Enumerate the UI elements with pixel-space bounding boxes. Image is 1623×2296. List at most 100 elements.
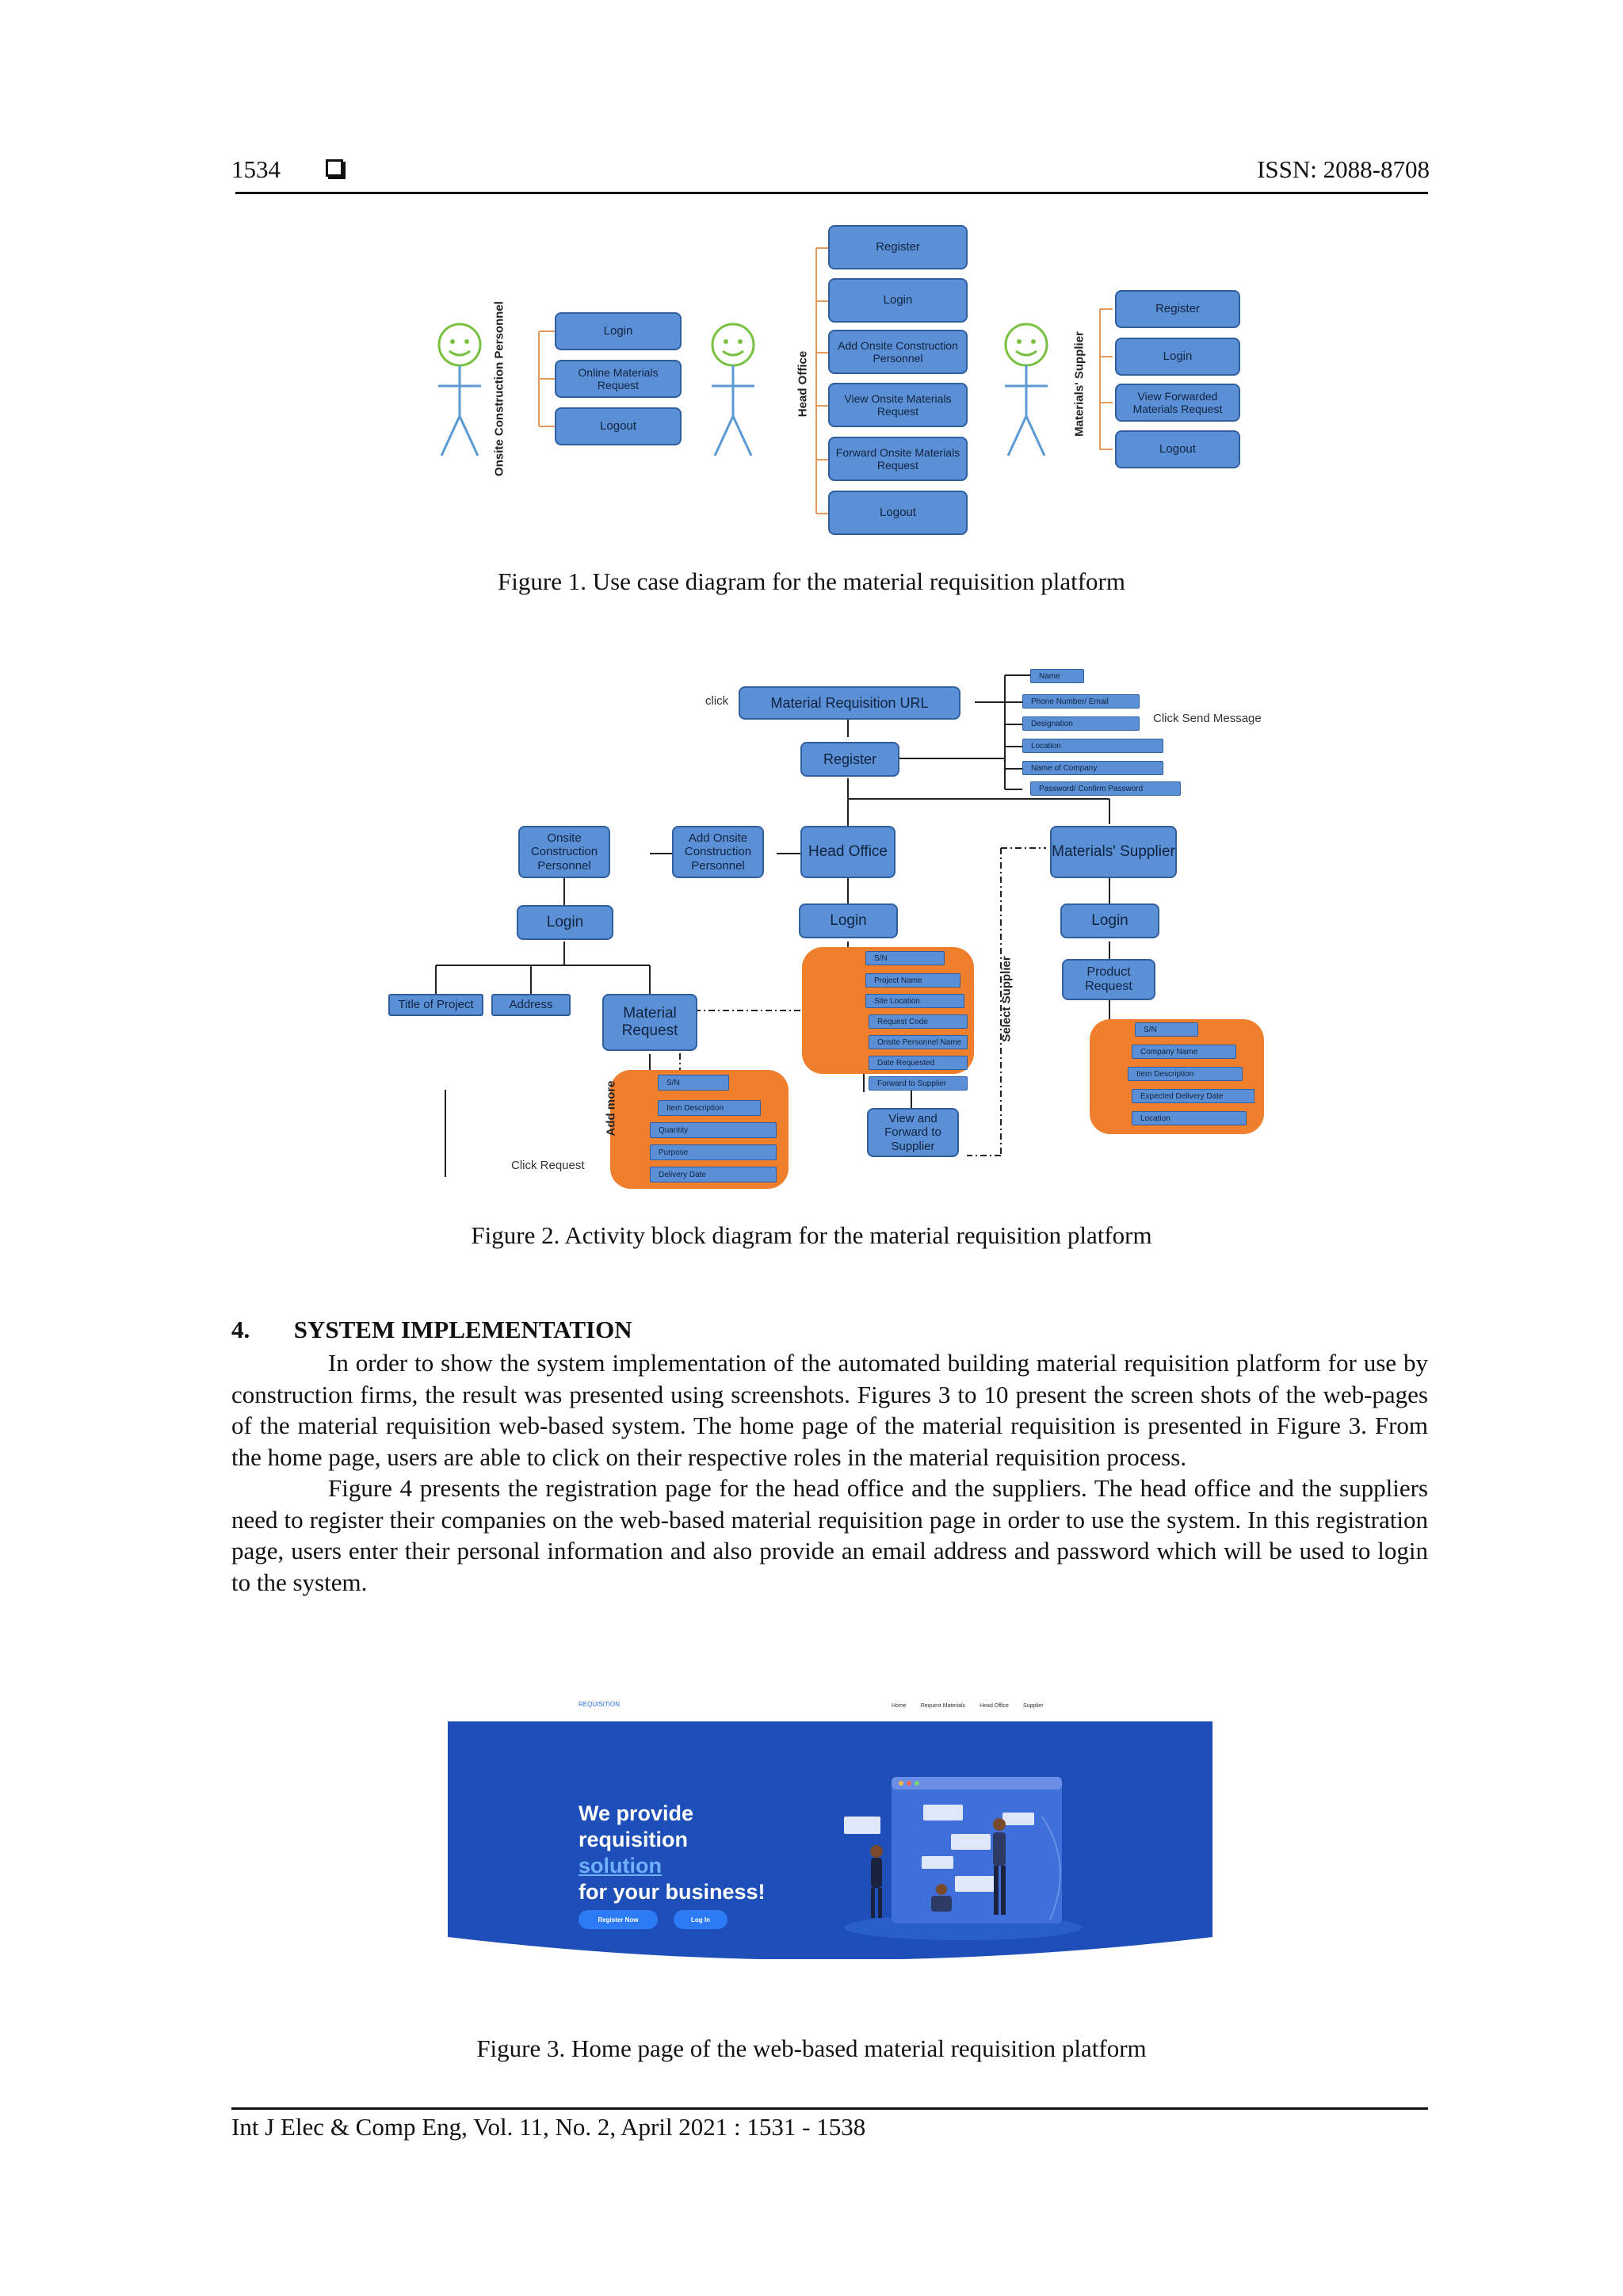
req-field-delivery: Delivery Date — [650, 1167, 777, 1182]
actor-label-head-office: Head Office — [796, 350, 810, 418]
node-onsite: Onsite Construction Personnel — [518, 826, 610, 878]
usecase-ho-add-onsite: Add Onsite Construction Personnel — [828, 330, 968, 374]
brand-logo: REQUISITION — [579, 1701, 621, 1708]
label-click: click — [705, 694, 729, 708]
issn: ISSN: 2088-8708 — [1257, 155, 1430, 183]
actor-2-connectors — [815, 247, 829, 514]
field-name: Name — [1030, 669, 1084, 683]
ho-field-forward: Forward to Supplier — [869, 1076, 968, 1091]
figure-3-caption: Figure 3. Home page of the web-based mat… — [476, 2034, 1147, 2062]
usecase-sup-register: Register — [1115, 290, 1240, 328]
label-select-supplier: Select Supplier — [999, 956, 1014, 1042]
field-phone: Phone Number/ Email — [1022, 694, 1140, 709]
node-supplier: Materials' Supplier — [1050, 826, 1177, 878]
node-material-request: Material Request — [602, 994, 697, 1051]
node-login-sup: Login — [1060, 904, 1159, 938]
actor-label-supplier: Materials' Supplier — [1072, 331, 1086, 437]
actor-1-connectors — [538, 330, 555, 427]
section-heading: 4. SYSTEM IMPLEMENTATION — [231, 1316, 632, 1344]
sup-field-location: Location — [1132, 1111, 1247, 1125]
usecase-ho-forward: Forward Onsite Materials Request — [828, 437, 968, 481]
ho-field-date: Date Requested — [869, 1056, 968, 1070]
label-click-send: Click Send Message — [1153, 712, 1262, 725]
node-view-forward: View and Forward to Supplier — [867, 1108, 959, 1157]
label-click-request: Click Request — [511, 1159, 585, 1172]
usecase-onsite-logout: Logout — [555, 407, 682, 445]
ho-field-sn: S/N — [865, 951, 945, 965]
section-body: In order to show the system implementati… — [231, 1347, 1428, 1598]
node-product-request: Product Request — [1062, 959, 1155, 1000]
log-in-button[interactable]: Log In — [674, 1910, 727, 1929]
node-address: Address — [491, 994, 571, 1016]
section-number: 4. — [231, 1316, 250, 1343]
actor-label-onsite: Onsite Construction Personnel — [492, 301, 506, 476]
nav-links: Home Request Materials Head Office Suppl… — [892, 1703, 1044, 1709]
register-now-button[interactable]: Register Now — [579, 1910, 658, 1929]
req-field-item: Item Description — [658, 1100, 761, 1116]
header-rule — [235, 192, 1428, 194]
req-field-sn: S/N — [658, 1075, 729, 1091]
hero-illustration — [844, 1777, 1082, 1940]
field-designation: Designation — [1022, 716, 1140, 731]
nav-supplier[interactable]: Supplier — [1022, 1703, 1044, 1709]
hero-line: We provide — [579, 1801, 694, 1825]
usecase-ho-register: Register — [828, 225, 968, 269]
usecase-ho-login: Login — [828, 278, 968, 323]
usecase-ho-view: View Onsite Materials Request — [828, 383, 968, 427]
page-number: 1534 — [231, 155, 281, 183]
req-field-quantity: Quantity — [650, 1122, 777, 1138]
usecase-onsite-request: Online Materials Request — [555, 360, 682, 398]
ho-field-code: Request Code — [869, 1014, 968, 1029]
usecase-sup-login: Login — [1115, 338, 1240, 376]
field-password: Password/ Confirm Password — [1030, 781, 1181, 796]
field-location: Location — [1022, 739, 1163, 753]
usecase-sup-logout: Logout — [1115, 430, 1240, 468]
field-company: Name of Company — [1022, 761, 1163, 775]
section-title: SYSTEM IMPLEMENTATION — [293, 1316, 632, 1343]
figure-1-diagram: Onsite Construction Personnel Login Onli… — [412, 214, 1268, 547]
actor-stick-figure-icon — [437, 323, 482, 457]
node-register: Register — [800, 742, 899, 777]
ho-field-site: Site Location — [865, 994, 964, 1008]
square-bullet-icon — [326, 159, 343, 177]
figure-2-connectors — [435, 674, 1134, 1177]
sup-field-item: Item Description — [1128, 1067, 1243, 1081]
usecase-ho-logout: Logout — [828, 491, 968, 535]
actor-stick-figure-icon — [711, 323, 755, 457]
nav-home[interactable]: Home — [892, 1703, 907, 1709]
nav-request-materials[interactable]: Request Materials — [920, 1703, 966, 1709]
figure-1-caption: Figure 1. Use case diagram for the mater… — [498, 567, 1125, 595]
node-add-onsite: Add Onsite Construction Personnel — [672, 826, 764, 878]
hero-line: requisition — [579, 1828, 689, 1851]
node-url: Material Requisition URL — [739, 686, 960, 720]
head-office-panel — [802, 947, 974, 1074]
sup-field-company: Company Name — [1132, 1045, 1236, 1059]
node-head-office: Head Office — [800, 826, 896, 878]
hero-line: for your business! — [579, 1880, 766, 1904]
actor-stick-figure-icon — [1004, 323, 1048, 457]
hero-bottom-curve — [448, 1937, 1212, 1975]
hero-section: We provide requisition solution for your… — [448, 1721, 1212, 1975]
figure-2-diagram: click Material Requisition URL Register … — [372, 658, 1292, 1197]
home-page-screenshot: REQUISITION Home Request Materials Head … — [448, 1691, 1212, 2000]
paragraph: Figure 4 presents the registration page … — [231, 1474, 1428, 1596]
ho-field-onsite-name: Onsite Personnel Name — [869, 1035, 968, 1049]
sup-field-delivery: Expected Delivery Date — [1132, 1089, 1254, 1103]
usecase-sup-view: View Forwarded Materials Request — [1115, 384, 1240, 422]
node-login-onsite: Login — [517, 905, 613, 940]
node-title-project: Title of Project — [388, 994, 483, 1016]
node-login-ho: Login — [799, 904, 898, 938]
hero-heading: We provide requisition solution for your… — [579, 1801, 766, 1905]
req-field-purpose: Purpose — [650, 1144, 777, 1160]
actor-3-connectors — [1099, 308, 1113, 450]
sup-field-sn: S/N — [1135, 1022, 1198, 1037]
figure-2-caption: Figure 2. Activity block diagram for the… — [471, 1221, 1152, 1249]
hero-highlight: solution — [579, 1854, 662, 1878]
nav-head-office[interactable]: Head Office — [980, 1703, 1009, 1709]
footer-rule — [231, 2107, 1428, 2110]
usecase-onsite-login: Login — [555, 312, 682, 350]
label-add-more: Add more — [604, 1080, 618, 1137]
navbar: REQUISITION Home Request Materials Head … — [448, 1691, 1212, 1721]
paragraph: In order to show the system implementati… — [231, 1349, 1428, 1471]
ho-field-project: Project Name — [865, 973, 960, 988]
